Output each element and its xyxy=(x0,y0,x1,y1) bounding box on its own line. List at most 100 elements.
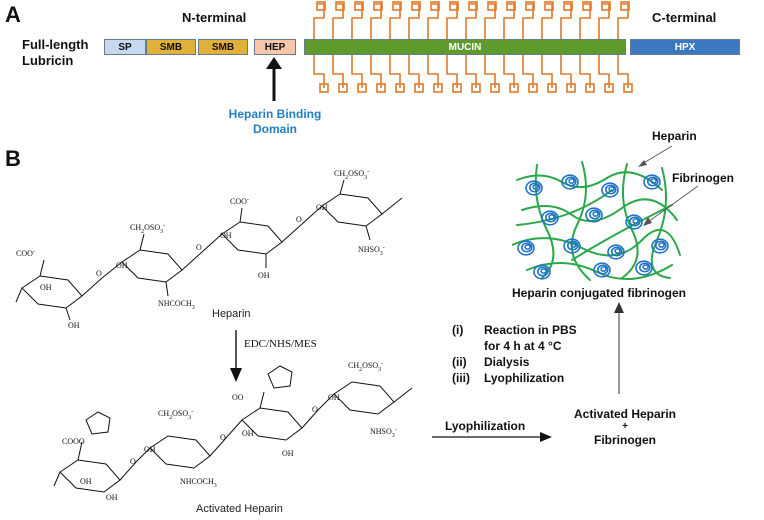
glycan-top-sugar xyxy=(525,1,535,11)
c-terminal-label: C-terminal xyxy=(652,10,717,25)
n-terminal-label: N-terminal xyxy=(182,10,247,25)
heparin-coil xyxy=(614,248,621,254)
protein-label-line2: Lubricin xyxy=(22,53,74,68)
heparin-caption: Heparin xyxy=(212,308,251,320)
glycan-top-sugar xyxy=(392,1,402,11)
heparin-coil xyxy=(532,184,539,190)
heparin-coil xyxy=(536,266,549,277)
glycan-top xyxy=(351,3,363,39)
reactants-block: Activated Heparin + Fibrinogen xyxy=(560,406,690,448)
glycan-top xyxy=(579,3,591,39)
heparin-coil xyxy=(650,178,657,184)
glycan-bottom-sugar xyxy=(414,83,424,93)
glycan-top xyxy=(522,3,534,39)
svg-text:OH: OH xyxy=(116,261,128,270)
glycan-bottom xyxy=(332,55,344,88)
heparin-coil xyxy=(564,176,577,187)
fibrinogen-strand xyxy=(516,189,613,226)
glycan-bottom-sugar xyxy=(585,83,595,93)
protein-label-line1: Full-length xyxy=(22,37,89,52)
domain-hep: HEP xyxy=(254,39,296,55)
fibrinogen-strand xyxy=(570,161,591,281)
reagent-label: EDC/NHS/MES xyxy=(244,338,317,350)
glycan-bottom xyxy=(560,55,572,88)
svg-text:NHSO3-: NHSO3- xyxy=(370,427,397,439)
glycan-bottom-sugar xyxy=(490,83,500,93)
glycan-top-sugar xyxy=(468,1,478,11)
glycan-bottom xyxy=(446,55,458,88)
svg-text:CH2OSO3-: CH2OSO3- xyxy=(130,223,165,235)
svg-text:CH2OSO3-: CH2OSO3- xyxy=(348,361,383,373)
heparin-coil xyxy=(635,260,653,276)
glycan-bottom xyxy=(598,55,610,88)
glycan-bottom xyxy=(579,55,591,88)
svg-text:OH: OH xyxy=(68,321,80,328)
glycan-bottom xyxy=(427,55,439,88)
glycan-top-sugar xyxy=(563,1,573,11)
svg-text:COOO: COOO xyxy=(62,437,85,446)
svg-text:CH2OSO3-: CH2OSO3- xyxy=(158,409,193,421)
heparin-coil xyxy=(568,178,575,184)
svg-text:CH2OSO3-: CH2OSO3- xyxy=(334,169,369,181)
heparin-structure: COO- OH OH CH2OSO3- OH NHCOCH3 COO- OH O… xyxy=(15,169,403,328)
domain-hpx: HPX xyxy=(630,39,740,55)
heparin-coil xyxy=(655,240,667,251)
svg-text:OH: OH xyxy=(316,203,328,212)
fibrinogen-strand xyxy=(521,198,678,223)
glycan-bottom-sugar xyxy=(566,83,576,93)
glycan-bottom-sugar xyxy=(509,83,519,93)
glycan-top xyxy=(598,3,610,39)
glycan-bottom-sugar xyxy=(452,83,462,93)
heparin-coil xyxy=(592,211,599,217)
step-3-text: Lyophilization xyxy=(484,371,565,385)
glycan-top xyxy=(484,3,496,39)
heparin-coil xyxy=(593,262,611,278)
svg-text:OH: OH xyxy=(220,231,232,240)
activation-arrow xyxy=(230,330,242,382)
fibrinogen-strand xyxy=(621,163,639,279)
heparin-coil xyxy=(647,176,659,187)
activated-heparin-caption: Activated Heparin xyxy=(196,503,283,515)
heparin-coil xyxy=(625,214,643,230)
heparin-coil xyxy=(525,180,543,196)
heparin-pointer xyxy=(638,145,673,167)
glycan-top xyxy=(503,3,515,39)
network-fibrinogen-label: Fibrinogen xyxy=(672,171,734,185)
svg-text:OH: OH xyxy=(40,283,52,292)
step-2: (ii)Dialysis xyxy=(452,354,577,370)
svg-text:NHCOCH3: NHCOCH3 xyxy=(158,299,195,311)
svg-text:OH: OH xyxy=(80,477,92,486)
svg-text:O: O xyxy=(96,269,102,278)
step-1b-num xyxy=(452,338,484,354)
svg-text:COO-: COO- xyxy=(16,249,35,258)
step-1: (i)Reaction in PBS xyxy=(452,322,577,338)
svg-text:OH: OH xyxy=(242,429,254,438)
heparin-coil xyxy=(548,214,555,220)
heparin-coil xyxy=(629,216,641,227)
step-1b-text: for 4 h at 4 °C xyxy=(484,339,562,353)
heparin-fibrinogen-network xyxy=(512,161,681,281)
heparin-coil xyxy=(632,218,639,224)
reactant-plus: + xyxy=(622,421,628,432)
glycan-bottom-sugar xyxy=(433,83,443,93)
heparin-coil xyxy=(643,174,661,190)
heparin-coil xyxy=(541,210,559,226)
glycan-bottom-sugar xyxy=(376,83,386,93)
glycan-top xyxy=(446,3,458,39)
glycan-bottom xyxy=(484,55,496,88)
step-3-num: (iii) xyxy=(452,371,470,385)
glycan-bottom xyxy=(370,55,382,88)
glycan-bottom-sugar xyxy=(319,83,329,93)
glycan-top-sugar xyxy=(411,1,421,11)
glycan-bottom-sugar xyxy=(395,83,405,93)
svg-text:COO-: COO- xyxy=(230,197,249,206)
glycan-bottom-sugar xyxy=(623,83,633,93)
heparin-coil xyxy=(601,182,619,198)
heparin-coil xyxy=(533,264,551,280)
glycan-bottom xyxy=(465,55,477,88)
heparin-coil xyxy=(570,242,577,248)
step-1b: for 4 h at 4 °C xyxy=(452,338,577,354)
svg-text:O: O xyxy=(130,457,136,466)
heparin-coil xyxy=(605,184,617,195)
glycan-bottom xyxy=(313,55,325,88)
